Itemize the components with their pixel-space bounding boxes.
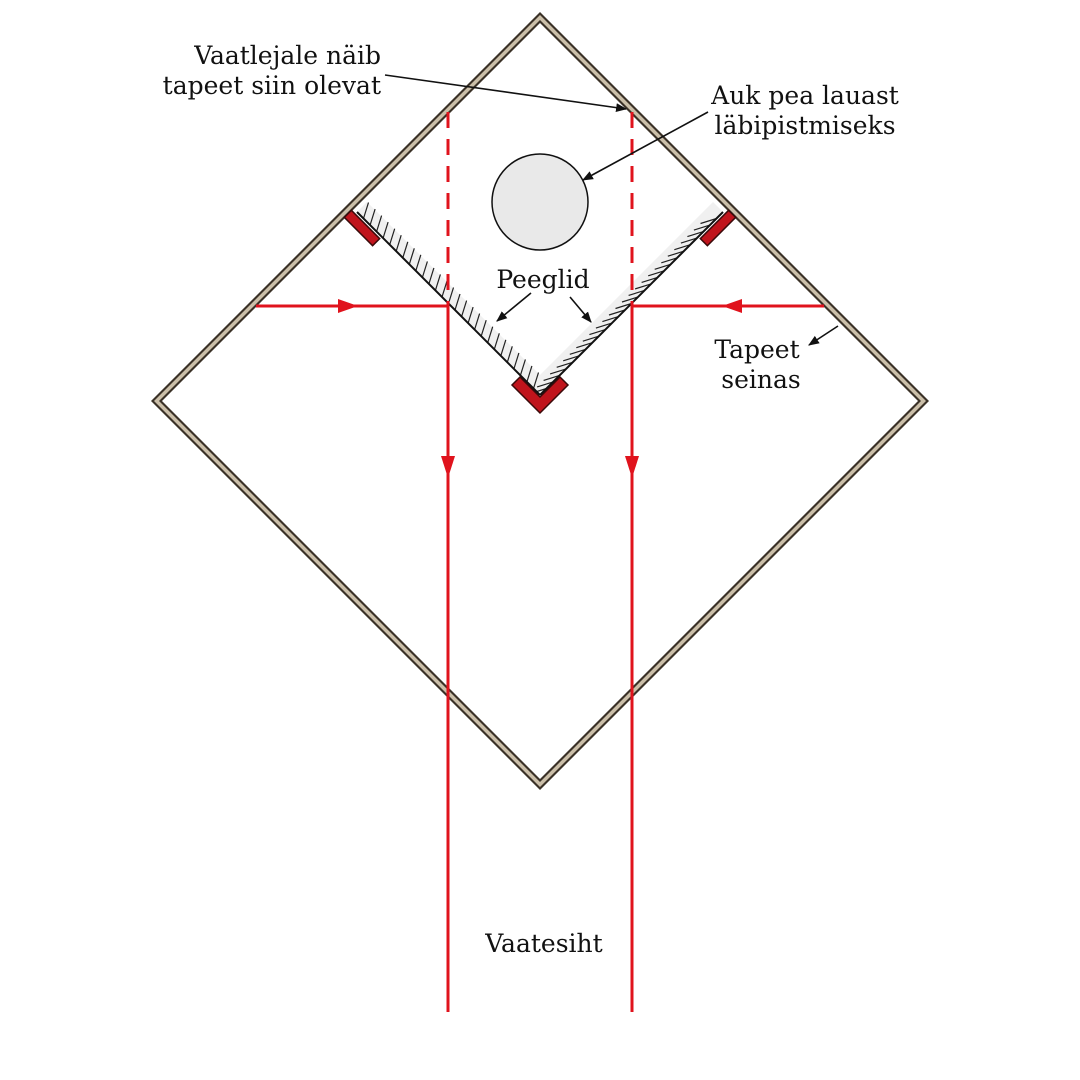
leader-mirror-left <box>496 292 532 322</box>
hatch-line <box>634 283 652 290</box>
labels: Vaatlejale näib tapeet siin olevat Auk p… <box>163 41 899 958</box>
hatch-line <box>461 300 468 317</box>
hatch-line <box>382 221 389 239</box>
label-wallpaper-wall-1: Tapeet <box>714 335 799 364</box>
hatch-line <box>661 257 678 264</box>
hatch-line <box>621 296 639 303</box>
hatch-line <box>493 333 500 350</box>
hatch-line <box>674 244 691 251</box>
hatch-line <box>563 355 580 362</box>
hatch-line <box>602 316 619 323</box>
hatch-line <box>556 361 573 368</box>
hatch-line <box>467 306 474 324</box>
hatch-line <box>680 237 698 244</box>
hatch-line <box>582 335 599 342</box>
hatch-line <box>526 365 533 383</box>
hatch-line <box>532 372 540 389</box>
hatch-line <box>402 241 409 258</box>
hatch-line <box>536 381 554 388</box>
mirror-left-hatching <box>362 202 540 389</box>
hatch-line <box>480 320 487 337</box>
label-line-of-sight: Vaatesiht <box>484 929 602 958</box>
hatch-line <box>447 287 455 304</box>
leader-hole <box>582 111 709 181</box>
hatch-line <box>408 248 415 265</box>
hatch-line <box>589 329 606 336</box>
hatch-line <box>454 293 461 311</box>
label-hole-2: läbipistmiseks <box>714 111 895 140</box>
hatch-line <box>487 326 494 343</box>
label-hole-1: Auk pea lauast <box>710 81 899 110</box>
arrow-left-down <box>441 456 455 478</box>
hatch-line <box>421 261 428 278</box>
hatch-line <box>700 217 717 225</box>
leader-wallpaper-appears <box>384 74 628 112</box>
hatch-line <box>543 374 560 381</box>
leader-wallpaper-wall <box>808 325 839 346</box>
leader-mirror-right <box>569 296 592 323</box>
arrow-left-horizontal <box>338 299 358 313</box>
hatch-line <box>513 352 520 370</box>
hatch-line <box>648 270 665 277</box>
mirror-mount-right <box>699 209 737 247</box>
hatch-line <box>395 235 402 252</box>
label-wallpaper-appears-1: Vaatlejale näib <box>193 41 381 70</box>
hatch-line <box>641 276 658 283</box>
arrow-right-down <box>625 456 639 478</box>
label-wallpaper-appears-2: tapeet siin olevat <box>163 71 381 100</box>
hatch-line <box>415 254 422 271</box>
hatch-line <box>595 322 613 329</box>
hatch-line <box>376 215 383 232</box>
hatch-line <box>615 302 632 310</box>
mirror-right-hatching <box>530 217 717 395</box>
label-mirrors: Peeglid <box>496 265 589 294</box>
hatch-line <box>687 231 704 238</box>
hatch-line <box>500 339 507 356</box>
hatch-line <box>628 289 645 296</box>
hatch-line <box>569 348 586 355</box>
label-wallpaper-wall-2: seinas <box>721 365 800 394</box>
arrow-right-horizontal <box>722 299 742 313</box>
head-hole <box>491 153 589 251</box>
mirror-mount-bottom <box>510 375 570 415</box>
hatch-line <box>667 250 684 257</box>
hatch-line <box>369 208 376 226</box>
leader-lines <box>384 74 839 346</box>
hatch-line <box>434 274 441 291</box>
hatch-line <box>506 346 513 363</box>
hatch-line <box>441 280 448 298</box>
hatch-line <box>362 202 370 219</box>
hatch-line <box>693 224 711 231</box>
hatch-line <box>576 342 593 349</box>
hatch-line <box>654 263 671 270</box>
hatch-line <box>549 368 567 375</box>
hatch-line <box>608 309 626 316</box>
mirror-mount-left <box>343 209 381 247</box>
hatch-line <box>389 228 396 245</box>
ray-arrows <box>338 299 742 478</box>
hatch-line <box>428 267 435 285</box>
hatch-line <box>474 313 481 330</box>
hatch-line <box>519 359 526 376</box>
